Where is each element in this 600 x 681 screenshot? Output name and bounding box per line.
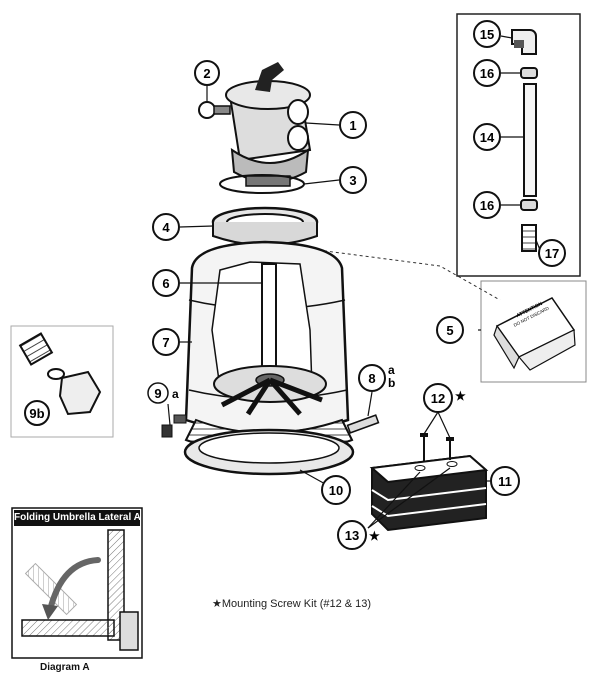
svg-text:16: 16 xyxy=(480,198,494,213)
svg-text:17: 17 xyxy=(545,246,559,261)
diagram-a-title: Folding Umbrella Lateral Assembly xyxy=(14,510,140,526)
mounting-kit-note: ★Mounting Screw Kit (#12 & 13) xyxy=(212,597,371,610)
callout-9b: 9b xyxy=(24,400,50,426)
drain-cap-inset xyxy=(10,325,114,438)
svg-text:9: 9 xyxy=(154,386,161,401)
svg-text:10: 10 xyxy=(329,483,343,498)
callout-17: 17 xyxy=(538,239,566,267)
mounting-screws xyxy=(420,433,454,462)
callout-7: 7 xyxy=(152,328,180,356)
callout-16-bottom: 16 xyxy=(473,191,501,219)
svg-text:6: 6 xyxy=(162,276,169,291)
leader-dashed xyxy=(317,249,501,301)
callout-2: 2 xyxy=(194,60,220,86)
svg-text:1: 1 xyxy=(349,118,356,133)
pipe-adapter xyxy=(521,224,537,252)
note-star: ★ xyxy=(212,598,222,610)
nut-bottom xyxy=(520,199,538,211)
svg-text:16: 16 xyxy=(480,66,494,81)
tank-collar xyxy=(211,206,319,246)
callout-4: 4 xyxy=(152,213,180,241)
svg-text:7: 7 xyxy=(162,335,169,350)
svg-text:8: 8 xyxy=(368,371,375,386)
lateral-rod xyxy=(346,414,380,434)
internal-standpipe xyxy=(261,263,277,375)
svg-text:13: 13 xyxy=(345,528,359,543)
svg-text:4: 4 xyxy=(162,220,170,235)
star-12: ★ xyxy=(455,389,466,403)
callout-16-top: 16 xyxy=(473,59,501,87)
callout-5: 5 xyxy=(436,316,464,344)
callout-11: 11 xyxy=(490,466,520,496)
callout-10: 10 xyxy=(321,475,351,505)
nut-top xyxy=(520,67,538,79)
callout-6: 6 xyxy=(152,269,180,297)
callout-13: 13 xyxy=(337,520,367,550)
callout-8: 8 xyxy=(358,364,386,392)
callout-3: 3 xyxy=(339,166,367,194)
diagram-a xyxy=(11,507,143,659)
warning-sign-panel xyxy=(480,280,587,383)
callouts: 1 2 3 4 5 6 7 8 a b 9 a 9b 10 11 12 ★ 13… xyxy=(24,20,566,550)
piping-parts-panel xyxy=(456,13,581,277)
elbow-fitting xyxy=(511,29,537,55)
svg-text:15: 15 xyxy=(480,27,494,42)
callout-9: 9 xyxy=(147,382,169,404)
diagram-a-caption: Diagram A xyxy=(40,662,90,673)
callout-9-a: a xyxy=(172,387,179,401)
svg-text:9b: 9b xyxy=(29,406,44,421)
svg-text:11: 11 xyxy=(498,474,512,489)
note-text: Mounting Screw Kit (#12 & 13) xyxy=(221,598,372,610)
svg-text:3: 3 xyxy=(349,173,356,188)
drain-plug xyxy=(161,414,187,438)
mounting-blocks xyxy=(369,454,489,532)
star-13: ★ xyxy=(369,529,380,543)
callout-15: 15 xyxy=(473,20,501,48)
svg-text:14: 14 xyxy=(480,130,495,145)
svg-text:2: 2 xyxy=(203,66,210,81)
callout-8-b: b xyxy=(388,376,395,390)
standpipe xyxy=(523,83,537,197)
pressure-gauge xyxy=(198,101,231,119)
lateral-assembly xyxy=(213,365,327,416)
callout-8-a: a xyxy=(388,363,395,377)
callout-14: 14 xyxy=(473,123,501,151)
callout-12: 12 xyxy=(423,383,453,413)
svg-text:5: 5 xyxy=(446,323,453,338)
svg-text:12: 12 xyxy=(431,391,445,406)
multiport-valve xyxy=(225,62,312,187)
callout-1: 1 xyxy=(339,111,367,139)
tank-base xyxy=(183,418,355,476)
